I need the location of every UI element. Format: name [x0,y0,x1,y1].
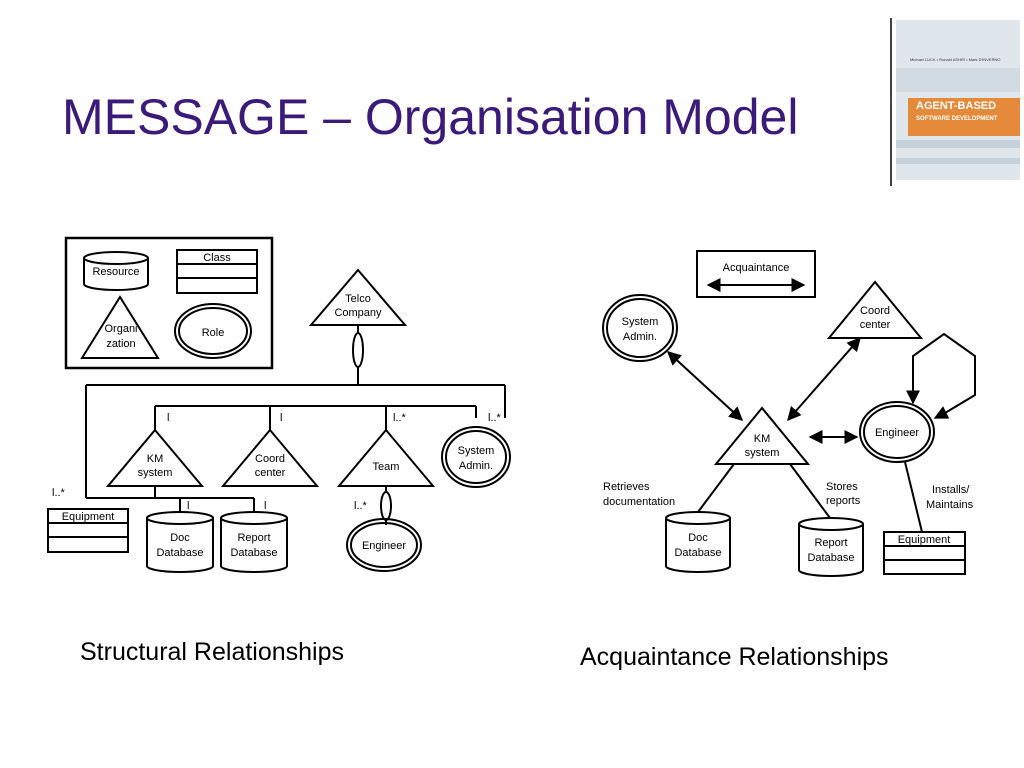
mult-km: l [167,412,169,424]
coord-center-node [220,428,320,487]
mult-coord: l [280,412,282,424]
acq-reportdb-label-2: Database [807,552,854,564]
structural-labels: Resource Class Organi zation Role Telco … [52,252,502,559]
reportdb-label-2: Database [230,547,277,559]
legend-resource-label: Resource [92,266,139,278]
acq-sysadmin-label-2: Admin. [623,331,657,343]
cover-stripe [896,140,1020,148]
equipment-label: Equipment [62,511,115,523]
acq-engineer-label: Engineer [875,427,919,439]
acq-legend-label: Acquaintance [723,262,790,274]
acq-reportdb-label-1: Report [814,537,847,549]
acq-docdb-label-1: Doc [688,532,708,544]
cover-stripe-lower [896,158,1020,164]
acq-coord-label-2: center [860,319,891,331]
sysadmin-label-2: Admin. [459,460,493,472]
acq-stores-label-1: Stores [826,481,858,493]
acq-equipment-label: Equipment [898,534,951,546]
acq-edge-coord-km [787,336,861,422]
mult-equipment: l..* [52,487,66,499]
doc-database-node [146,511,214,573]
engineer-node [346,518,422,572]
acquaintance-labels: Acquaintance System Admin. Coord center … [603,262,974,564]
coord-label-2: center [255,467,286,479]
acq-km-system-node [713,406,811,465]
acq-docdb-label-2: Database [674,547,721,559]
acq-coord-label-1: Coord [860,305,890,317]
acquaintance-diagram [602,250,976,577]
acq-sysadmin-label-1: System [622,316,659,328]
acq-edge-engineer-equipment [904,461,923,533]
acq-system-admin-node [602,294,678,362]
acq-installs-label-2: Maintains [926,499,974,511]
acq-installs-label-1: Installs/ [932,484,970,496]
acq-report-database-node [798,517,864,577]
team-node [336,428,436,487]
acq-edge-admin-km [666,351,744,421]
mult-docdb: l [187,500,189,512]
acq-stores-label-2: reports [826,495,861,507]
acq-self-loop [912,332,976,417]
telco-label-1: Telco [345,293,371,305]
book-authors: Michael LUCK • Ronald ASHRI • Mark D'INV… [910,57,1001,62]
title-divider [890,18,892,186]
acq-km-label-1: KM [754,433,771,445]
cover-orange-block [908,98,1020,136]
legend-class-label: Class [203,252,231,264]
book-subtitle: SOFTWARE DEVELOPMENT [916,116,998,122]
slide-title: MESSAGE – Organisation Model [62,89,799,145]
km-label-1: KM [147,453,164,465]
acq-retrieves-label-1: Retrieves [603,481,650,493]
acq-doc-database-node [665,511,731,573]
mult-engineer: l..* [354,500,368,512]
structural-caption: Structural Relationships [80,638,345,666]
acq-equipment-node [883,531,966,575]
reportdb-label-1: Report [237,532,270,544]
team-label: Team [373,461,400,473]
docdb-label-2: Database [156,547,203,559]
legend-organization-label-2: zation [106,338,135,350]
acq-legend-box [696,250,816,298]
legend-organization-label-1: Organi [104,323,137,335]
docdb-label-1: Doc [170,532,190,544]
acq-edge-km-reportdb [789,463,831,519]
equipment-node [47,508,129,553]
legend-class-shape [176,249,258,294]
cover-band [896,68,1020,92]
aggregation-diamond [352,332,364,368]
coord-label-1: Coord [255,453,285,465]
sysadmin-label-1: System [458,445,495,457]
legend-box [64,236,274,370]
legend-resource-shape [83,251,149,291]
legend-role-shape [174,303,252,359]
engineer-label: Engineer [362,540,406,552]
acq-engineer-node [859,401,935,463]
mult-sysadmin: l..* [488,412,502,424]
km-label-2: system [138,467,173,479]
acq-km-label-2: system [745,447,780,459]
mult-team: l..* [393,412,407,424]
report-database-node [220,511,288,573]
team-aggregation-diamond [380,491,392,521]
structural-diagram [47,236,511,573]
legend-organization-shape [80,295,160,359]
mult-reportdb: l [264,500,266,512]
legend-role-label: Role [202,327,225,339]
telco-label-2: Company [334,307,382,319]
acq-retrieves-label-2: documentation [603,496,675,508]
book-title: AGENT-BASED [916,100,997,112]
book-cover-image: Michael LUCK • Ronald ASHRI • Mark D'INV… [896,20,1020,180]
acq-coord-center-node [826,280,924,339]
system-admin-node [441,426,511,488]
acquaintance-caption: Acquaintance Relationships [580,643,889,671]
acq-edge-km-docdb [697,463,735,513]
